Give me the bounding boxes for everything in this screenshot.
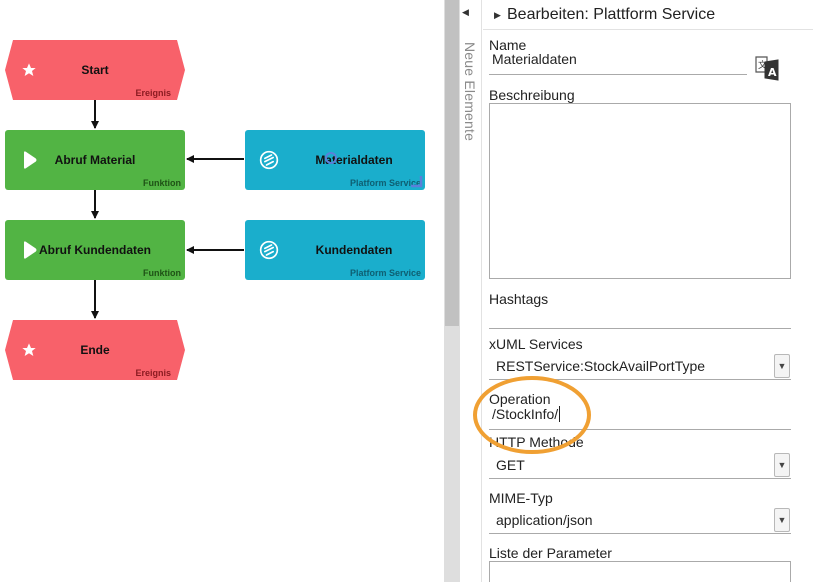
node-start[interactable]: Start Ereignis	[5, 40, 185, 100]
node-label: Abruf Kundendaten	[39, 243, 151, 257]
scrollbar-thumb[interactable]	[445, 0, 459, 326]
xuml-services-label: xUML Services	[489, 336, 583, 352]
beschreibung-textarea[interactable]	[489, 103, 791, 279]
diagram-canvas[interactable]: Start Ereignis Abruf Material Funktion M…	[0, 0, 444, 582]
expand-right-icon[interactable]: ▶	[494, 10, 501, 20]
node-label: Ende	[80, 343, 110, 357]
node-type-label: Funktion	[143, 178, 181, 188]
translate-icon[interactable]: A 文	[753, 54, 781, 84]
node-type-label: Funktion	[143, 268, 181, 278]
hashtags-label: Hashtags	[489, 291, 549, 307]
mime-typ-label: MIME-Typ	[489, 490, 553, 506]
chevron-down-icon[interactable]: ▼	[774, 453, 790, 477]
node-label: Start	[81, 63, 109, 77]
liste-parameter-area[interactable]	[489, 561, 791, 582]
node-abruf-kundendaten[interactable]: Abruf Kundendaten Funktion	[5, 220, 185, 280]
resize-handle[interactable]	[409, 174, 423, 188]
http-methode-value: GET	[496, 457, 525, 473]
node-kundendaten[interactable]: Kundendaten Platform Service	[245, 220, 425, 280]
chevron-down-icon[interactable]: ▼	[774, 508, 790, 532]
mime-typ-select[interactable]: application/json ▼	[489, 506, 791, 534]
play-icon	[19, 150, 39, 170]
link-handle[interactable]	[325, 152, 337, 164]
node-type-label: Platform Service	[349, 268, 421, 278]
name-label: Name	[489, 37, 527, 53]
properties-panel: ▶ Bearbeiten: Plattform Service Name Mat…	[483, 0, 813, 582]
palette-label: Neue Elemente	[462, 42, 478, 142]
collapse-left-icon[interactable]: ◀	[462, 7, 469, 17]
node-label: Kundendaten	[315, 243, 393, 257]
mime-typ-value: application/json	[496, 512, 593, 528]
http-methode-label: HTTP Methode	[489, 434, 584, 450]
chevron-down-icon[interactable]: ▼	[774, 354, 790, 378]
operation-value: /StockInfo/	[492, 406, 559, 422]
panel-title: Bearbeiten: Plattform Service	[507, 6, 716, 23]
play-icon	[19, 240, 39, 260]
hashtags-input[interactable]	[489, 328, 791, 329]
node-materialdaten[interactable]: Materialdaten Platform Service	[245, 130, 425, 190]
star-icon	[19, 340, 39, 360]
text-cursor	[559, 406, 561, 422]
platform-service-icon	[259, 240, 279, 260]
http-methode-select[interactable]: GET ▼	[489, 451, 791, 479]
canvas-scrollbar[interactable]	[444, 0, 460, 582]
operation-field[interactable]: /StockInfo/	[489, 402, 791, 430]
svg-text:文: 文	[758, 59, 767, 71]
node-label: Abruf Material	[54, 153, 136, 167]
node-ende[interactable]: Ende Ereignis	[5, 320, 185, 380]
svg-text:A: A	[768, 66, 777, 79]
new-elements-palette[interactable]: Neue Elemente	[460, 0, 482, 582]
platform-service-icon	[259, 150, 279, 170]
beschreibung-label: Beschreibung	[489, 87, 575, 103]
panel-header[interactable]: ▶ Bearbeiten: Plattform Service	[483, 0, 813, 30]
node-abruf-material[interactable]: Abruf Material Funktion	[5, 130, 185, 190]
xuml-services-value: RESTService:StockAvailPortType	[496, 358, 706, 374]
liste-parameter-label: Liste der Parameter	[489, 545, 612, 561]
name-field[interactable]: Materialdaten	[489, 47, 747, 75]
node-type-label: Ereignis	[135, 368, 171, 378]
xuml-services-select[interactable]: RESTService:StockAvailPortType ▼	[489, 352, 791, 380]
star-icon	[19, 60, 39, 80]
node-type-label: Ereignis	[135, 88, 171, 98]
node-type-label: Platform Service	[349, 178, 421, 188]
